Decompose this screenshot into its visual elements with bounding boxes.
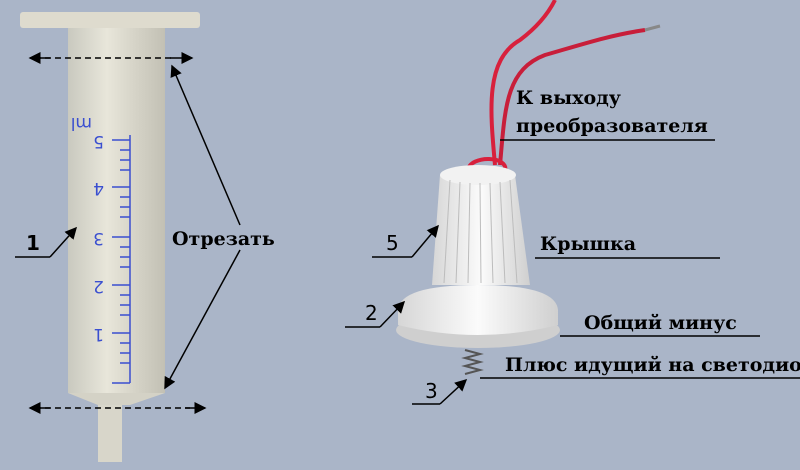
scale-mark-5: 5 (93, 131, 104, 151)
callout-2: 2 (365, 301, 378, 325)
converter-output-label-line2: преобразователя (516, 115, 708, 137)
callout-1: 1 (26, 231, 40, 255)
leader-lines (345, 139, 800, 405)
syringe-tip (98, 405, 122, 462)
syringe-flange (20, 12, 200, 28)
common-minus-label: Общий минус (584, 312, 737, 334)
scale-mark-1: 1 (93, 324, 104, 344)
cap-label: Крышка (540, 233, 636, 255)
scale-mark-2: 2 (93, 276, 104, 296)
callout-1-leader (15, 226, 78, 258)
cut-label: Отрезать (172, 228, 275, 250)
callout-5: 5 (386, 231, 399, 255)
plus-to-led-label: Плюс идущий на светодиод (505, 354, 800, 376)
callout-3: 3 (425, 379, 438, 403)
syringe-barrel (68, 28, 165, 393)
syringe-scale-ticks (112, 135, 131, 384)
cap (396, 165, 560, 348)
cut-lines (28, 52, 241, 414)
converter-output-label-line1: К выходу (516, 87, 621, 109)
scale-unit: ml (71, 113, 92, 133)
scale-mark-3: 3 (93, 228, 104, 248)
syringe-neck (68, 393, 165, 405)
syringe: ml 5 4 3 2 1 (20, 12, 200, 462)
spring (461, 349, 484, 375)
wire-tip (644, 24, 661, 32)
scale-mark-4: 4 (93, 178, 104, 198)
